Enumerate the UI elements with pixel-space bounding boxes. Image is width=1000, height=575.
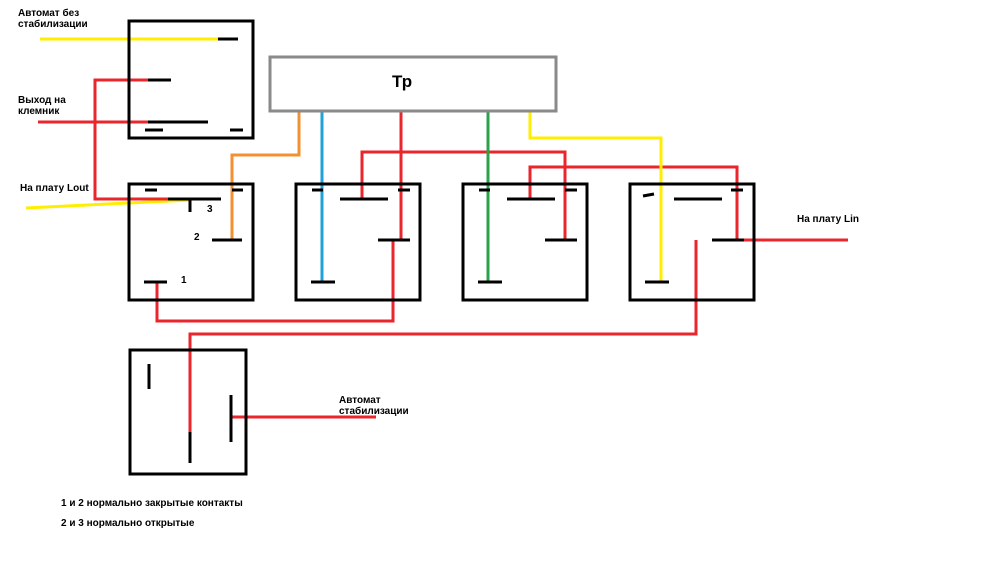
label-auto-stab: Автомат стабилизации [339, 395, 409, 417]
relay-4-box [628, 182, 756, 302]
wire-red-relay4-bottom [188, 240, 698, 434]
relay-3-contacts [478, 188, 577, 284]
contact-number-3: 3 [207, 204, 213, 215]
note-normally-closed: 1 и 2 нормально закрытые контакты [61, 498, 243, 509]
contact-number-2: 2 [194, 232, 200, 243]
label-to-board-lin: На плату Lin [797, 214, 859, 225]
relay-1-contacts [144, 188, 243, 284]
wire-yellow-tr-relay4 [528, 112, 663, 282]
wire-red-relay3-relay4 [528, 165, 739, 240]
relay-4-contacts [642, 188, 744, 284]
wire-red-relay1-relay2 [155, 240, 395, 323]
wire-red-relay2-relay3 [360, 150, 567, 240]
wire-orange-tr [230, 112, 301, 240]
transformer-box [268, 55, 558, 113]
relay-bottom-contacts [147, 364, 233, 463]
relay-2-contacts [311, 188, 410, 284]
wire-yellow-lout [25, 198, 191, 210]
relay-1-box [127, 182, 255, 302]
relay-bottom-box [128, 348, 248, 476]
contact-number-1: 1 [181, 275, 187, 286]
label-output-terminal: Выход на клемник [18, 95, 66, 117]
relay-top-box [127, 19, 255, 140]
relay-2-box [294, 182, 422, 302]
wire-red-top-relay-to-relay1 [93, 78, 190, 201]
note-normally-open: 2 и 3 нормально открытые [61, 518, 195, 529]
label-auto-no-stab: Автомат без стабилизации [18, 8, 88, 30]
relay-3-box [461, 182, 589, 302]
relay-top-contacts [145, 37, 243, 132]
transformer-label: Тр [392, 72, 413, 91]
label-to-board-lout: На плату Lout [20, 183, 89, 194]
